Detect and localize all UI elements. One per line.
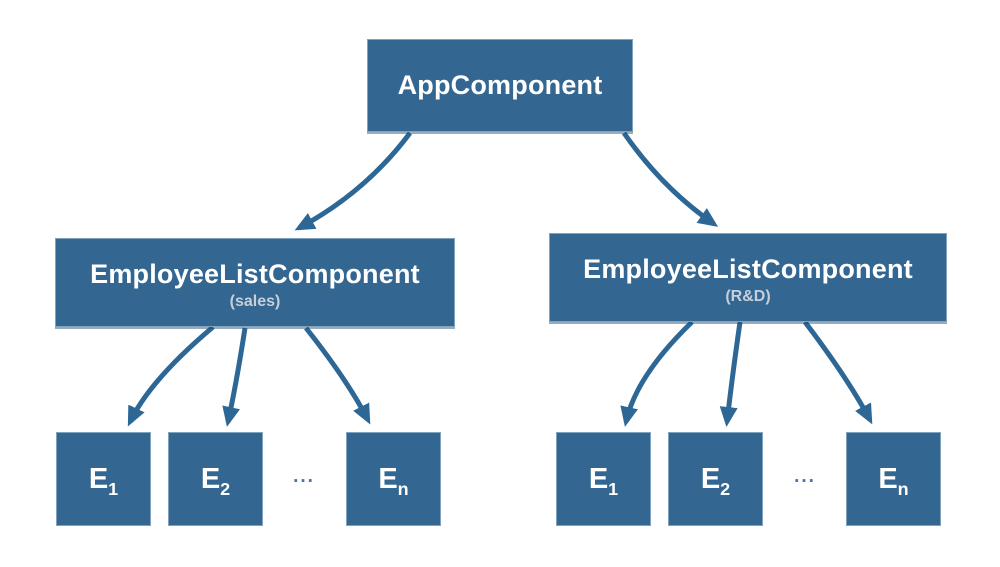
node-employee-list-rnd: EmployeeListComponent (R&D) xyxy=(549,233,947,322)
ellipsis-sales: ... xyxy=(293,466,315,487)
edge-app-to-rnd xyxy=(621,131,719,227)
node-employee-e1-rnd: E1 xyxy=(556,432,651,526)
employee-label: En xyxy=(378,462,409,499)
node-employee-en-sales: En xyxy=(346,432,441,526)
edge-rnd-to-en xyxy=(803,320,873,425)
edge-rnd-to-e2 xyxy=(719,321,743,427)
employee-label: E1 xyxy=(588,462,619,499)
edge-app-to-sales xyxy=(294,131,413,231)
node-app-component: AppComponent xyxy=(367,39,633,132)
edge-sales-to-e2 xyxy=(222,327,248,427)
node-employee-list-sales-sublabel: (sales) xyxy=(229,292,281,310)
node-employee-en-rnd: En xyxy=(846,432,941,526)
employee-label: En xyxy=(878,462,909,499)
node-app-label: AppComponent xyxy=(397,69,603,100)
employee-label: E2 xyxy=(700,462,731,499)
node-employee-list-rnd-label: EmployeeListComponent xyxy=(583,253,913,284)
node-employee-list-rnd-sublabel: (R&D) xyxy=(725,287,771,305)
edge-rnd-to-e1 xyxy=(620,320,694,427)
node-employee-e1-sales: E1 xyxy=(56,432,151,526)
node-employee-list-sales-label: EmployeeListComponent xyxy=(90,258,420,289)
ellipsis-rnd: ... xyxy=(794,466,816,487)
employee-label: E2 xyxy=(200,462,231,499)
node-employee-e2-rnd: E2 xyxy=(668,432,763,526)
node-employee-e2-sales: E2 xyxy=(168,432,263,526)
edge-sales-to-e1 xyxy=(127,325,215,427)
employee-label: E1 xyxy=(88,462,119,499)
edge-sales-to-en xyxy=(304,326,371,425)
node-employee-list-sales: EmployeeListComponent (sales) xyxy=(55,238,455,327)
